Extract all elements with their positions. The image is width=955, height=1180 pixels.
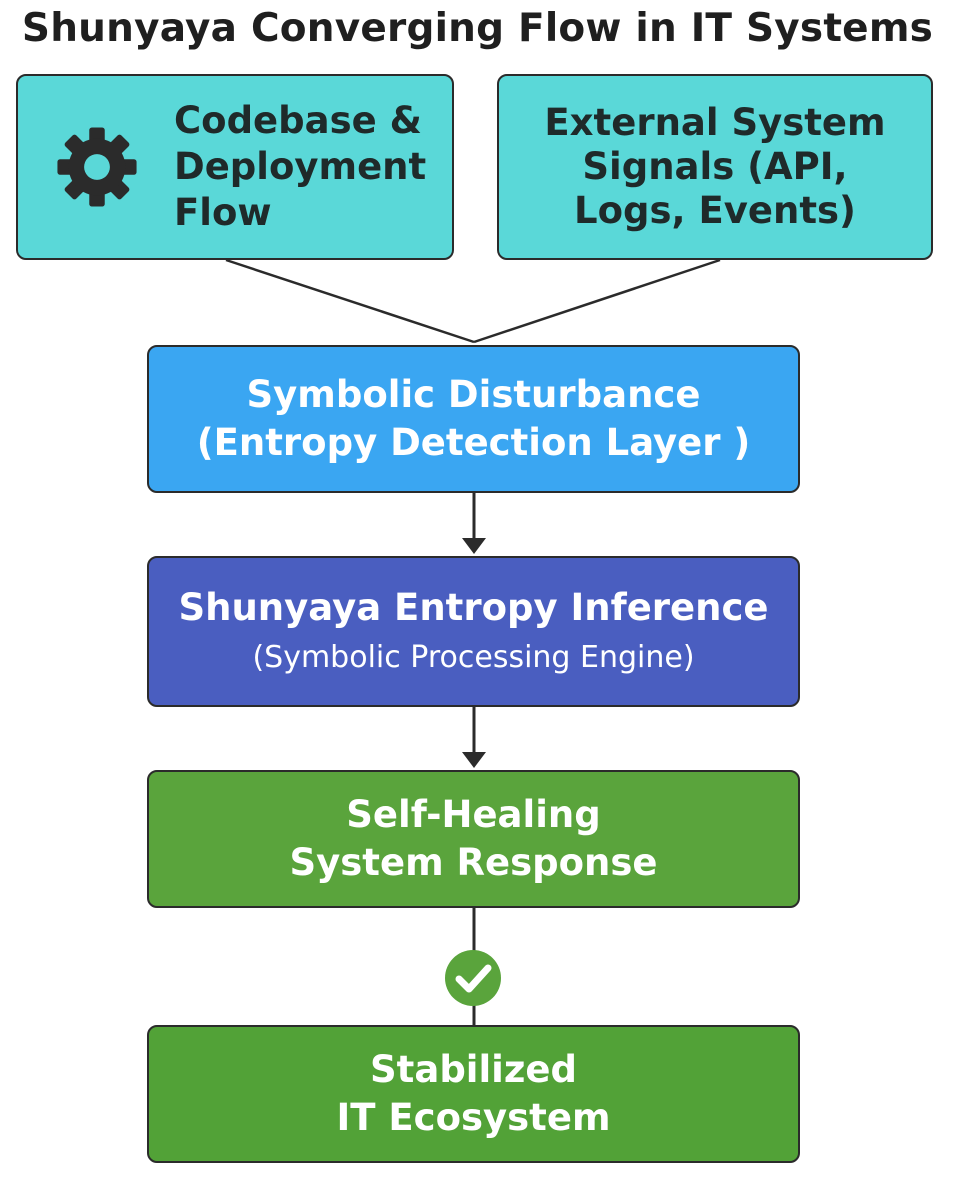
node-codebase-label: Codebase & Deployment Flow <box>174 98 426 236</box>
connector-codebase-to-merge <box>225 258 475 344</box>
node-external-label: External System Signals (API, Logs, Even… <box>544 101 885 233</box>
node-healing-title: Self-Healing <box>346 793 601 836</box>
checkmark-circle-icon <box>444 949 502 1007</box>
node-inference-subtitle: (Symbolic Processing Engine) <box>252 639 695 675</box>
node-codebase-line-1: Codebase & <box>174 99 422 142</box>
node-shunyaya-entropy-inference: Shunyaya Entropy Inference (Symbolic Pro… <box>147 556 800 707</box>
node-external-line-3: Logs, Events) <box>574 189 856 232</box>
node-external-line-1: External System <box>544 101 886 144</box>
connector-external-to-merge <box>473 258 721 344</box>
node-symbolic-disturbance: Symbolic Disturbance (Entropy Detection … <box>147 345 800 493</box>
diagram-title: Shunyaya Converging Flow in IT Systems <box>21 6 934 51</box>
node-codebase-line-2: Deployment <box>174 145 427 188</box>
node-codebase-line-3: Flow <box>174 191 272 234</box>
node-codebase-deployment-flow: Codebase & Deployment Flow <box>16 74 454 260</box>
node-disturbance-subtitle: (Entropy Detection Layer ) <box>196 421 751 464</box>
arrowhead-to-inference <box>462 538 486 554</box>
node-disturbance-title: Symbolic Disturbance <box>246 373 701 416</box>
node-inference-title: Shunyaya Entropy Inference <box>178 585 769 629</box>
node-self-healing-response: Self-Healing System Response <box>147 770 800 908</box>
gear-icon <box>54 124 140 210</box>
node-external-line-2: Signals (API, <box>582 145 848 188</box>
node-stabilized-title: Stabilized <box>370 1048 577 1091</box>
node-external-system-signals: External System Signals (API, Logs, Even… <box>497 74 933 260</box>
node-stabilized-ecosystem: Stabilized IT Ecosystem <box>147 1025 800 1163</box>
node-healing-subtitle: System Response <box>289 841 658 884</box>
node-stabilized-subtitle: IT Ecosystem <box>336 1096 611 1139</box>
arrowhead-to-healing <box>462 752 486 768</box>
